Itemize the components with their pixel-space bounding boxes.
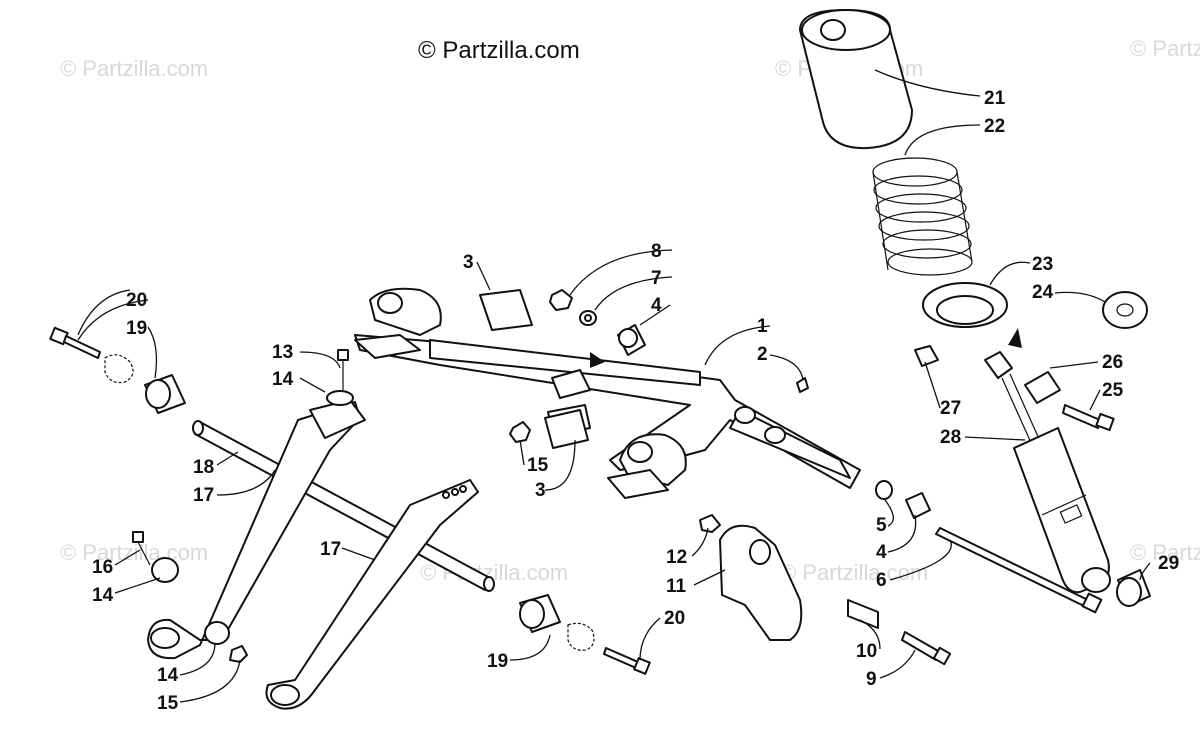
callout-6: 6: [876, 570, 887, 591]
watermark: © Partzilla.com: [780, 560, 928, 585]
links: [147, 399, 479, 710]
callout-9: 9: [866, 669, 877, 690]
callout-20: 20: [126, 290, 147, 311]
mount-bracket: [699, 514, 952, 666]
callout-22: 22: [984, 116, 1005, 137]
callout-26: 26: [1102, 352, 1123, 373]
callout-29: 29: [1158, 553, 1179, 574]
callout-27: 27: [940, 398, 961, 419]
side-bolts: [49, 326, 651, 675]
callout-14: 14: [92, 585, 114, 606]
callout-19: 19: [487, 651, 508, 672]
callout-7: 7: [651, 268, 662, 289]
callout-20: 20: [664, 608, 685, 629]
callout-8: 8: [651, 241, 662, 262]
bushing-29: [1116, 569, 1151, 607]
callout-24: 24: [1032, 282, 1054, 303]
callout-25: 25: [1102, 380, 1124, 401]
callout-15: 15: [157, 693, 179, 714]
callout-17: 17: [193, 485, 214, 506]
callout-2: 2: [757, 344, 768, 365]
callout-18: 18: [193, 457, 214, 478]
watermark: © Partzilla.com: [60, 540, 208, 565]
end-caps: [354, 287, 687, 499]
callout-19: 19: [126, 318, 147, 339]
watermarks: © Partzilla.com © Partzilla.com © Partzi…: [60, 36, 1200, 585]
callout-3: 3: [535, 480, 546, 501]
callout-21: 21: [984, 88, 1006, 109]
callout-15: 15: [527, 455, 549, 476]
link-hardware: [132, 349, 354, 663]
callout-12: 12: [666, 547, 687, 568]
callout-23: 23: [1032, 254, 1053, 275]
callout-13: 13: [272, 342, 293, 363]
callout-16: 16: [92, 557, 113, 578]
callout-14: 14: [157, 665, 179, 686]
callout-4: 4: [876, 542, 887, 563]
callout-10: 10: [856, 641, 877, 662]
spring: [872, 157, 973, 276]
callout-4: 4: [651, 295, 662, 316]
callout-numbers: 1 2 3 3 4 4 5 6 7 8 9 10 11 12 13 14 14 …: [92, 88, 1179, 714]
callout-5: 5: [876, 515, 887, 536]
leader-lines: [77, 69, 1151, 703]
upper-shock-hardware: [914, 328, 1115, 432]
shock-boot: [799, 9, 913, 150]
shock-absorber: [984, 351, 1111, 594]
shaft-bushings: [144, 374, 561, 633]
watermark: © Partzilla.com: [1130, 36, 1200, 61]
callout-28: 28: [940, 427, 961, 448]
watermark: © Partzilla.com: [1130, 540, 1200, 565]
callout-3: 3: [463, 252, 474, 273]
front-arm: [354, 334, 861, 489]
callout-17: 17: [320, 539, 341, 560]
long-bolt: [935, 527, 1103, 614]
callout-14: 14: [272, 369, 294, 390]
retainer: [1102, 291, 1148, 329]
spring-seat: [922, 282, 1008, 328]
callout-11: 11: [666, 576, 687, 597]
callout-1: 1: [757, 316, 768, 337]
watermark: © Partzilla.com: [60, 56, 208, 81]
parts-art: [49, 9, 1151, 710]
copyright-text: © Partzilla.com: [418, 37, 580, 64]
